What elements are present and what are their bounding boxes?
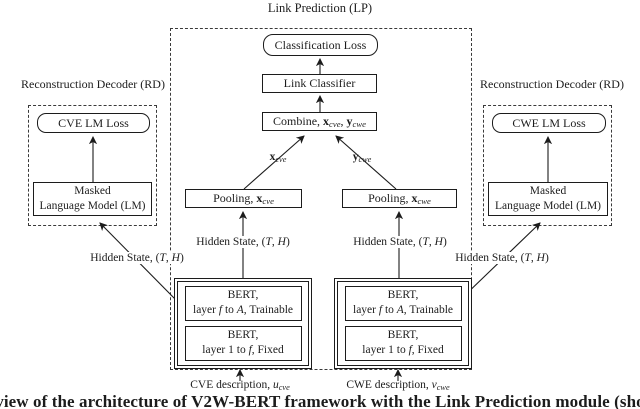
hidden-state-label-outer-left: Hidden State, (T, H) [77,252,197,264]
hidden-state-label-outer-right: Hidden State, (T, H) [442,252,562,264]
x-cve-edge-label: xcve [269,151,287,165]
y-cwe-edge-label: ycwe [352,151,372,165]
hidden-state-label-center-right: Hidden State, (T, H) [340,236,460,248]
link-prediction-container [170,28,472,370]
bert-stack-cwe-inner-frame: BERT, layer f to A, Trainable BERT, laye… [337,281,469,366]
bert-trainable-box-cve: BERT, layer f to A, Trainable [184,285,302,321]
cwe-description-label: CWE description, vcwe [346,379,450,393]
rd-title-left: Reconstruction Decoder (RD) [21,77,165,91]
classification-loss-box: Classification Loss [263,34,378,56]
cwe-lm-loss-box: CWE LM Loss [492,113,606,133]
pooling-cve-box: Pooling, xcve [185,189,302,208]
hidden-state-label-center-left: Hidden State, (T, H) [183,236,303,248]
bert-fixed-box-cve: BERT, layer 1 to f, Fixed [184,326,302,362]
pooling-cwe-box: Pooling, xcwe [342,189,457,208]
bert-stack-cve: BERT, layer f to A, Trainable BERT, laye… [174,278,312,369]
cve-description-label: CVE description, ucve [190,379,290,393]
rd-container-left [28,105,157,226]
arrow-pooling-cve-to-combine [243,135,305,190]
cve-lm-loss-box: CVE LM Loss [37,113,150,133]
bert-stack-cve-inner-frame: BERT, layer f to A, Trainable BERT, laye… [177,281,309,366]
rd-container-right [483,105,612,226]
figure-caption: view of the architecture of V2W-BERT fra… [0,392,640,409]
bert-fixed-box-cwe: BERT, layer 1 to f, Fixed [344,326,462,362]
link-classifier-box: Link Classifier [262,74,377,93]
link-prediction-title: Link Prediction (LP) [267,1,373,15]
arrow-pooling-cwe-to-combine [335,135,397,190]
bert-stack-cwe: BERT, layer f to A, Trainable BERT, laye… [334,278,472,369]
combine-box: Combine, xcve, ycwe [262,112,377,131]
bert-trainable-box-cwe: BERT, layer f to A, Trainable [344,285,462,321]
rd-title-right: Reconstruction Decoder (RD) [480,77,624,91]
